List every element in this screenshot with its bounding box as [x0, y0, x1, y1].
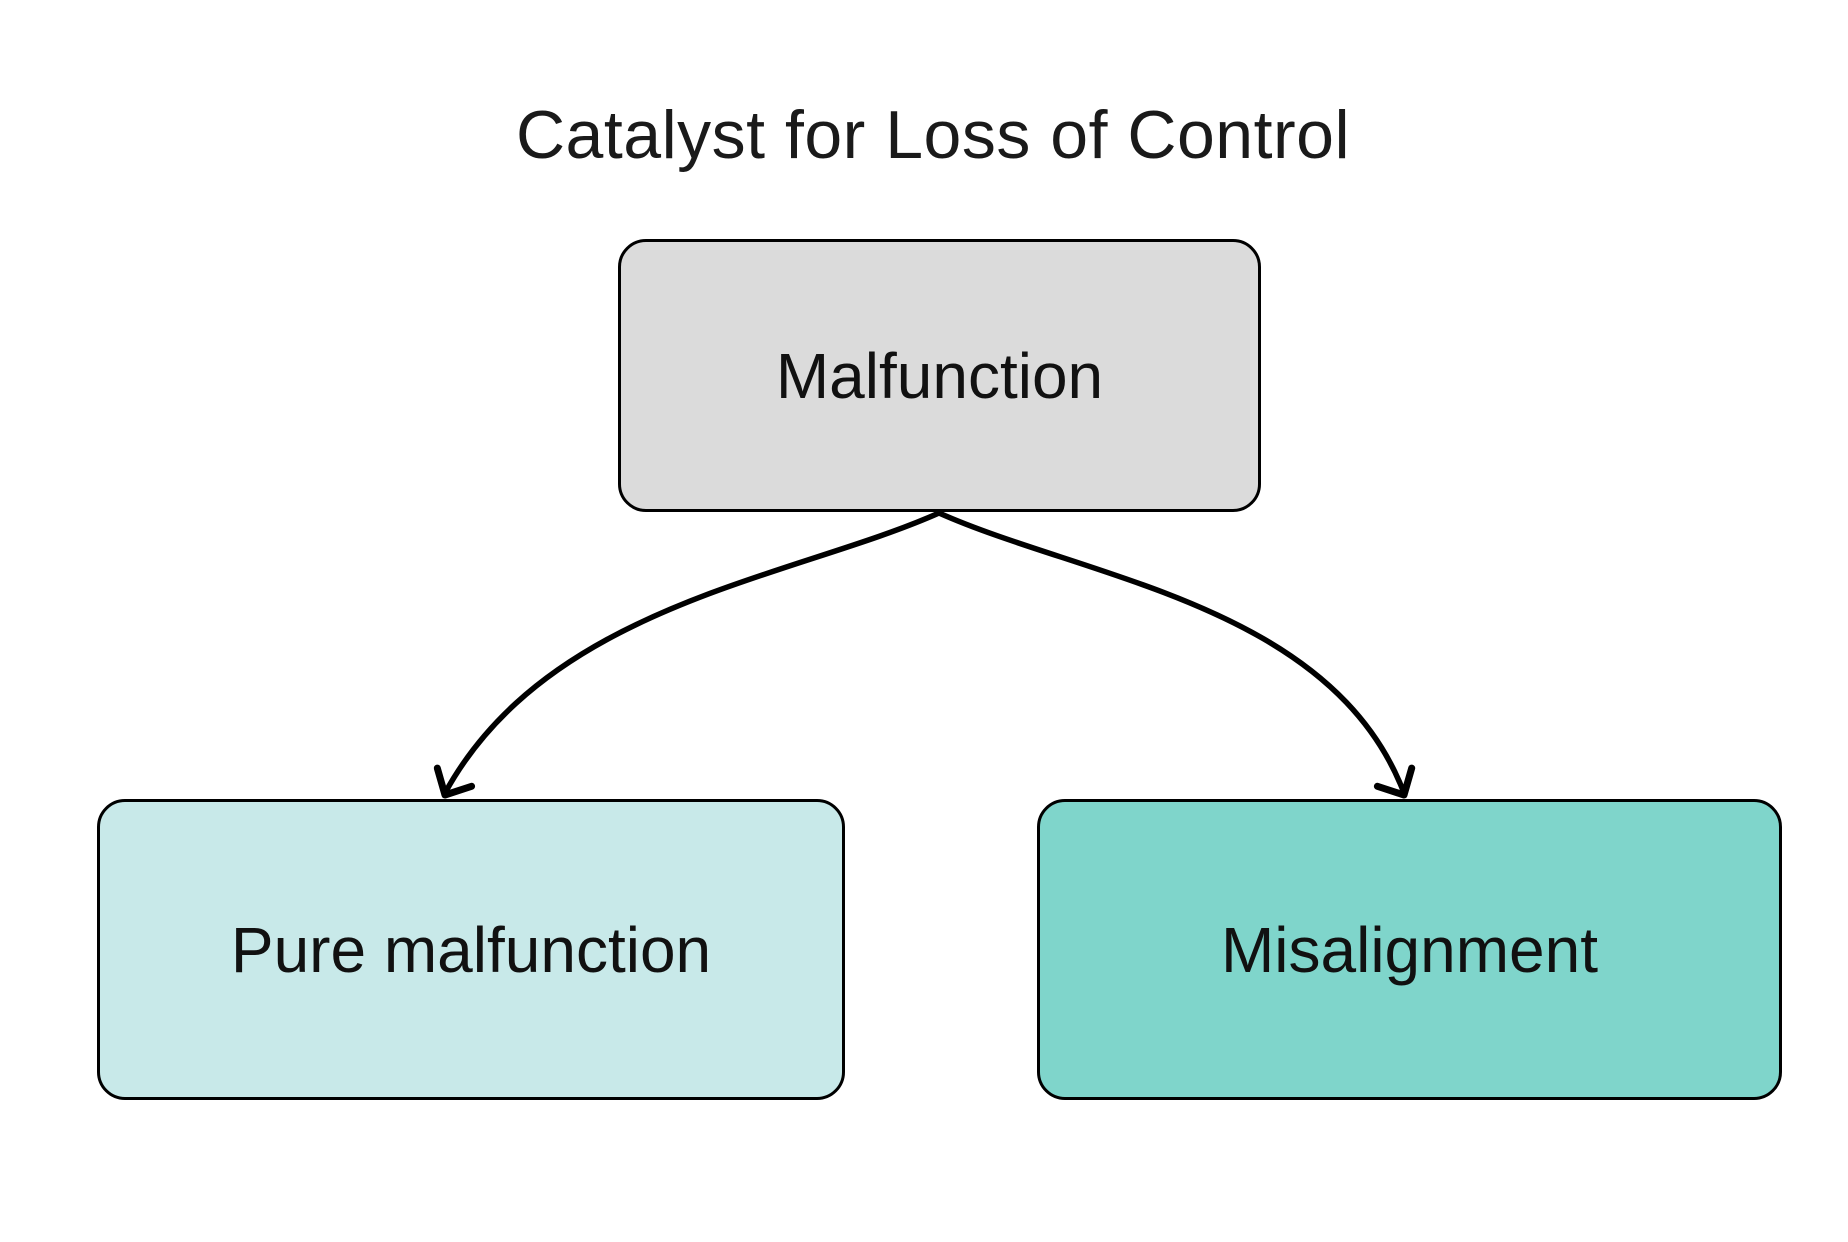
node-misalignment: Misalignment [1037, 799, 1782, 1100]
diagram-title: Catalyst for Loss of Control [515, 97, 1351, 173]
node-malfunction: Malfunction [618, 239, 1261, 512]
arrowhead-right-icon [1373, 764, 1416, 799]
node-misalignment-label: Misalignment [1220, 913, 1599, 986]
node-pure-malfunction-label: Pure malfunction [230, 913, 712, 986]
edge-curve-right [936, 510, 1407, 796]
node-malfunction-label: Malfunction [775, 339, 1104, 412]
arrowhead-left-icon [433, 764, 476, 799]
node-pure-malfunction: Pure malfunction [97, 799, 845, 1100]
edge-malfunction-to-pure-malfunction [433, 510, 942, 799]
edge-malfunction-to-misalignment [936, 510, 1416, 799]
edge-curve-left [442, 510, 942, 796]
